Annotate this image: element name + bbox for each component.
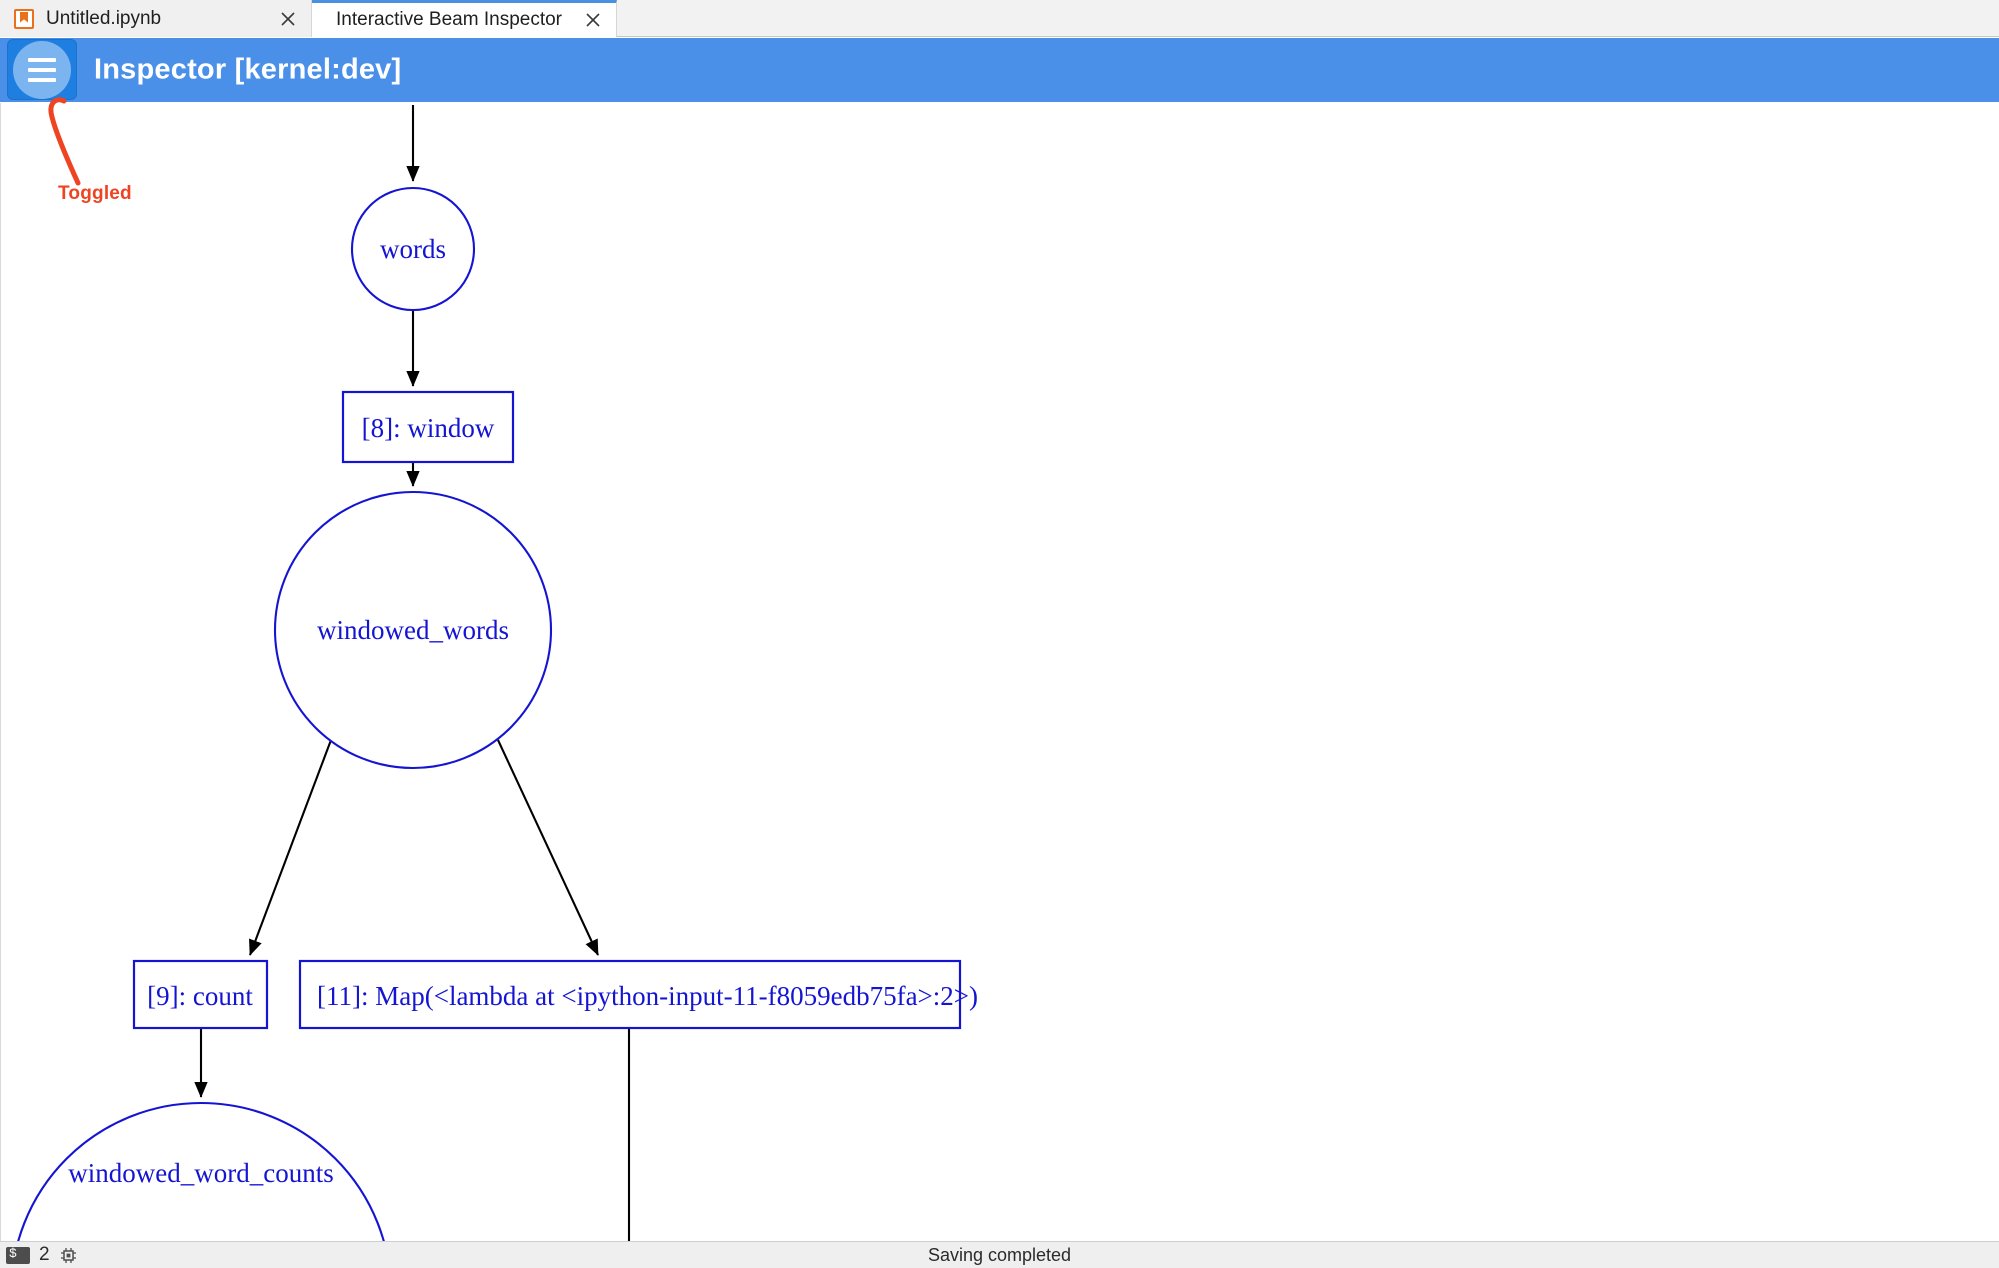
node-windowed-words[interactable]: windowed_words — [273, 490, 553, 770]
status-message: Saving completed — [927, 1244, 1072, 1265]
close-icon[interactable] — [584, 11, 602, 29]
pipeline-graph: words [8]: window windowed_words [9]: co… — [11, 105, 978, 1241]
node-map[interactable]: [11]: Map(<lambda at <ipython-input-11-f… — [298, 959, 978, 1030]
page-title: Inspector [kernel:dev] — [94, 53, 402, 86]
terminal-icon[interactable] — [6, 1246, 30, 1264]
tab-label: Interactive Beam Inspector — [336, 9, 562, 30]
node-label: windowed_word_counts — [68, 1158, 333, 1188]
tab-bar-empty-area — [617, 0, 1999, 36]
tab-label: Untitled.ipynb — [46, 7, 162, 29]
node-label: [9]: count — [147, 981, 253, 1011]
inspector-header: Inspector [kernel:dev] — [0, 38, 1999, 102]
tab-bar: Untitled.ipynb Interactive Beam Inspecto… — [0, 0, 1999, 37]
node-window[interactable]: [8]: window — [341, 390, 515, 464]
graph-edges — [194, 105, 631, 1241]
kernel-chip-icon[interactable] — [59, 1246, 78, 1265]
annotation-label: Toggled — [58, 183, 132, 204]
terminal-count: 2 — [39, 1244, 50, 1265]
edge-windowed-words-to-count — [249, 739, 332, 956]
status-bar-message-wrapper: Saving completed — [0, 1245, 1999, 1266]
status-bar: 2 Saving completed — [0, 1241, 1999, 1268]
status-bar-left: 2 — [0, 1244, 78, 1266]
node-label: [8]: window — [362, 413, 495, 443]
node-windowed-word-counts[interactable]: windowed_word_counts — [11, 1102, 391, 1241]
node-count[interactable]: [9]: count — [132, 959, 269, 1030]
node-words[interactable]: words — [350, 186, 476, 312]
hamburger-menu-icon — [13, 40, 71, 99]
hamburger-menu-button[interactable] — [7, 39, 77, 100]
tab-untitled-ipynb[interactable]: Untitled.ipynb — [0, 0, 312, 37]
beam-pipeline-graph-canvas[interactable]: words [8]: window windowed_words [9]: co… — [0, 103, 1999, 1241]
close-icon[interactable] — [279, 10, 297, 28]
node-label: [11]: Map(<lambda at <ipython-input-11-f… — [317, 981, 978, 1011]
node-label: windowed_words — [317, 615, 509, 645]
node-label: words — [380, 234, 446, 264]
tab-interactive-beam-inspector[interactable]: Interactive Beam Inspector — [312, 0, 617, 37]
edge-windowed-words-to-map — [497, 739, 599, 956]
graph-nodes: words [8]: window windowed_words [9]: co… — [11, 186, 978, 1241]
notebook-icon — [14, 8, 34, 29]
